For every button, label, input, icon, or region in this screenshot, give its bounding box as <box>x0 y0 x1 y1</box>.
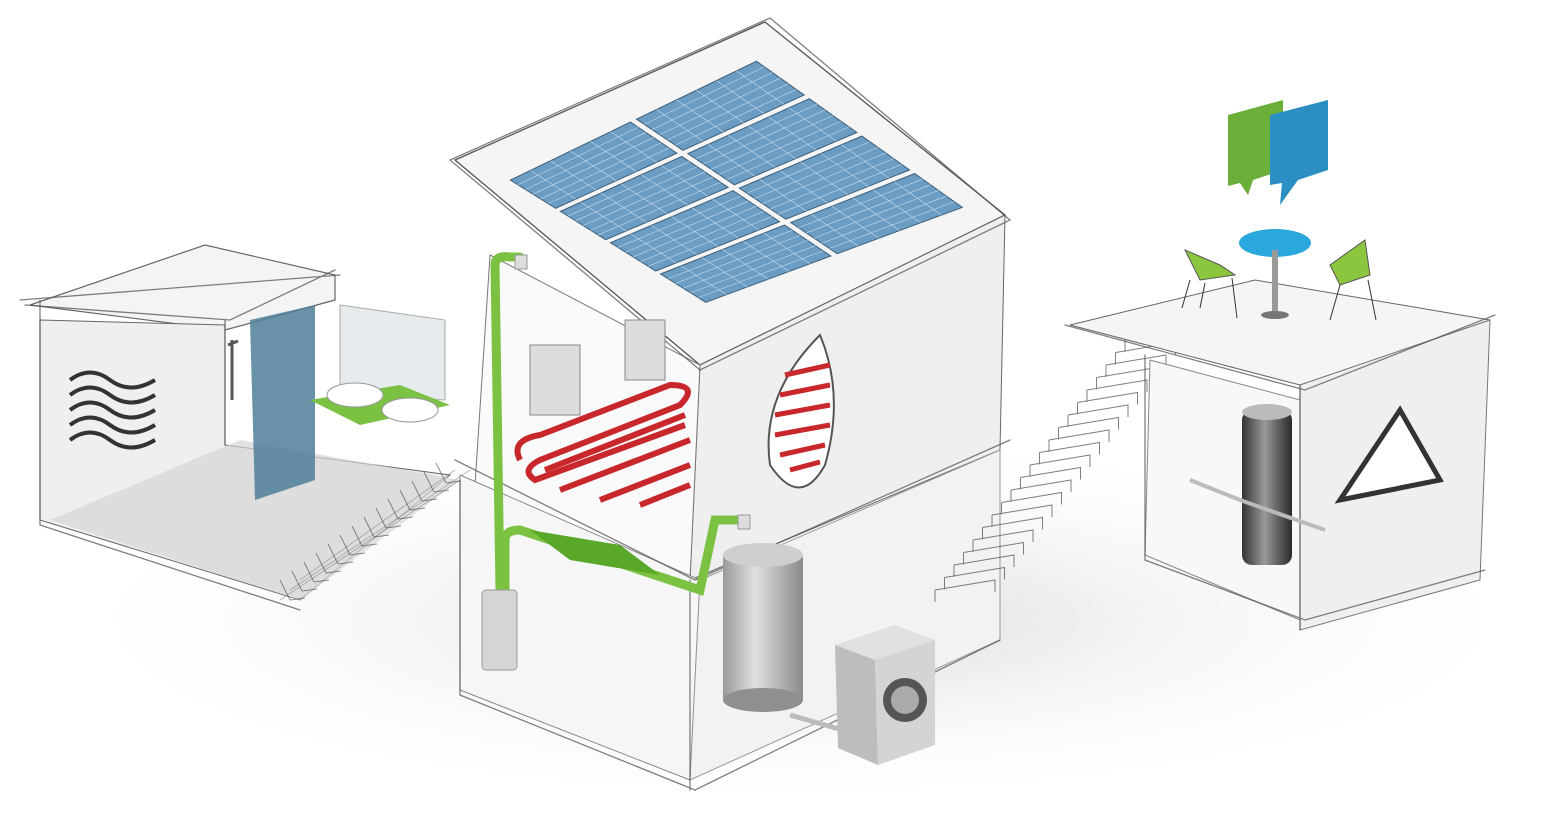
stair-step <box>1001 491 1062 515</box>
stair-step <box>1058 416 1119 440</box>
cafe-table <box>1239 229 1311 319</box>
solar-cell-line <box>777 164 902 215</box>
stair-step <box>1105 354 1167 377</box>
boiler-tank <box>1189 404 1326 565</box>
stairs <box>934 316 1195 602</box>
stair-step <box>423 471 450 493</box>
stair-step <box>1048 429 1110 452</box>
stair-step <box>944 566 1005 590</box>
stair-step <box>1010 479 1072 502</box>
tile-floor <box>50 440 460 600</box>
stair-step <box>363 516 390 538</box>
terrace-cube <box>1064 100 1496 631</box>
towel-radiator-icon <box>68 370 157 450</box>
solar-cell-line <box>726 126 850 180</box>
stair-step <box>1029 454 1091 477</box>
stair-step <box>351 525 378 547</box>
stair-step <box>1086 379 1148 402</box>
stair-step <box>315 552 342 574</box>
heat-pump-icon <box>835 625 935 765</box>
stair-step <box>1039 441 1100 465</box>
water-tank-icon <box>723 543 803 712</box>
stair-step <box>279 579 306 601</box>
floor-heating-icon <box>514 381 691 484</box>
solar-cell-line <box>698 250 824 298</box>
stair-step <box>934 579 996 602</box>
solar-cell-line <box>547 147 670 204</box>
stair-step <box>387 498 414 520</box>
stair-step <box>435 462 462 484</box>
stair-step <box>291 570 318 592</box>
stair-step <box>327 543 354 565</box>
stair-step <box>411 480 438 502</box>
ventilation-unit <box>481 589 518 671</box>
solar-panel-array <box>509 60 964 303</box>
stair-step <box>953 554 1015 577</box>
bathroom-cube <box>19 244 471 611</box>
stair-step <box>303 561 330 583</box>
stair-step <box>339 534 366 556</box>
stair-step <box>1077 391 1138 415</box>
main-house <box>449 17 1012 791</box>
shower-icon <box>227 339 239 400</box>
solar-cell-line <box>598 181 721 236</box>
solar-cell-line <box>829 201 955 249</box>
sink-icon <box>326 382 384 408</box>
stair-step <box>1067 404 1129 427</box>
solar-cell-line <box>675 89 797 146</box>
triangle-window <box>1334 405 1444 504</box>
stair-step <box>1020 466 1081 490</box>
stair-step <box>963 541 1024 565</box>
stair-step <box>375 507 402 529</box>
stair-step <box>982 516 1043 540</box>
air-duct <box>530 530 660 575</box>
stair-step <box>972 529 1034 552</box>
stair-step <box>991 504 1053 527</box>
chat-bubbles-icon <box>1228 100 1328 205</box>
radiator-icon <box>529 319 666 416</box>
stair-step <box>399 489 426 511</box>
shower-glass <box>250 305 315 500</box>
chair-icon <box>1181 239 1377 321</box>
solar-cell-line <box>648 216 772 267</box>
